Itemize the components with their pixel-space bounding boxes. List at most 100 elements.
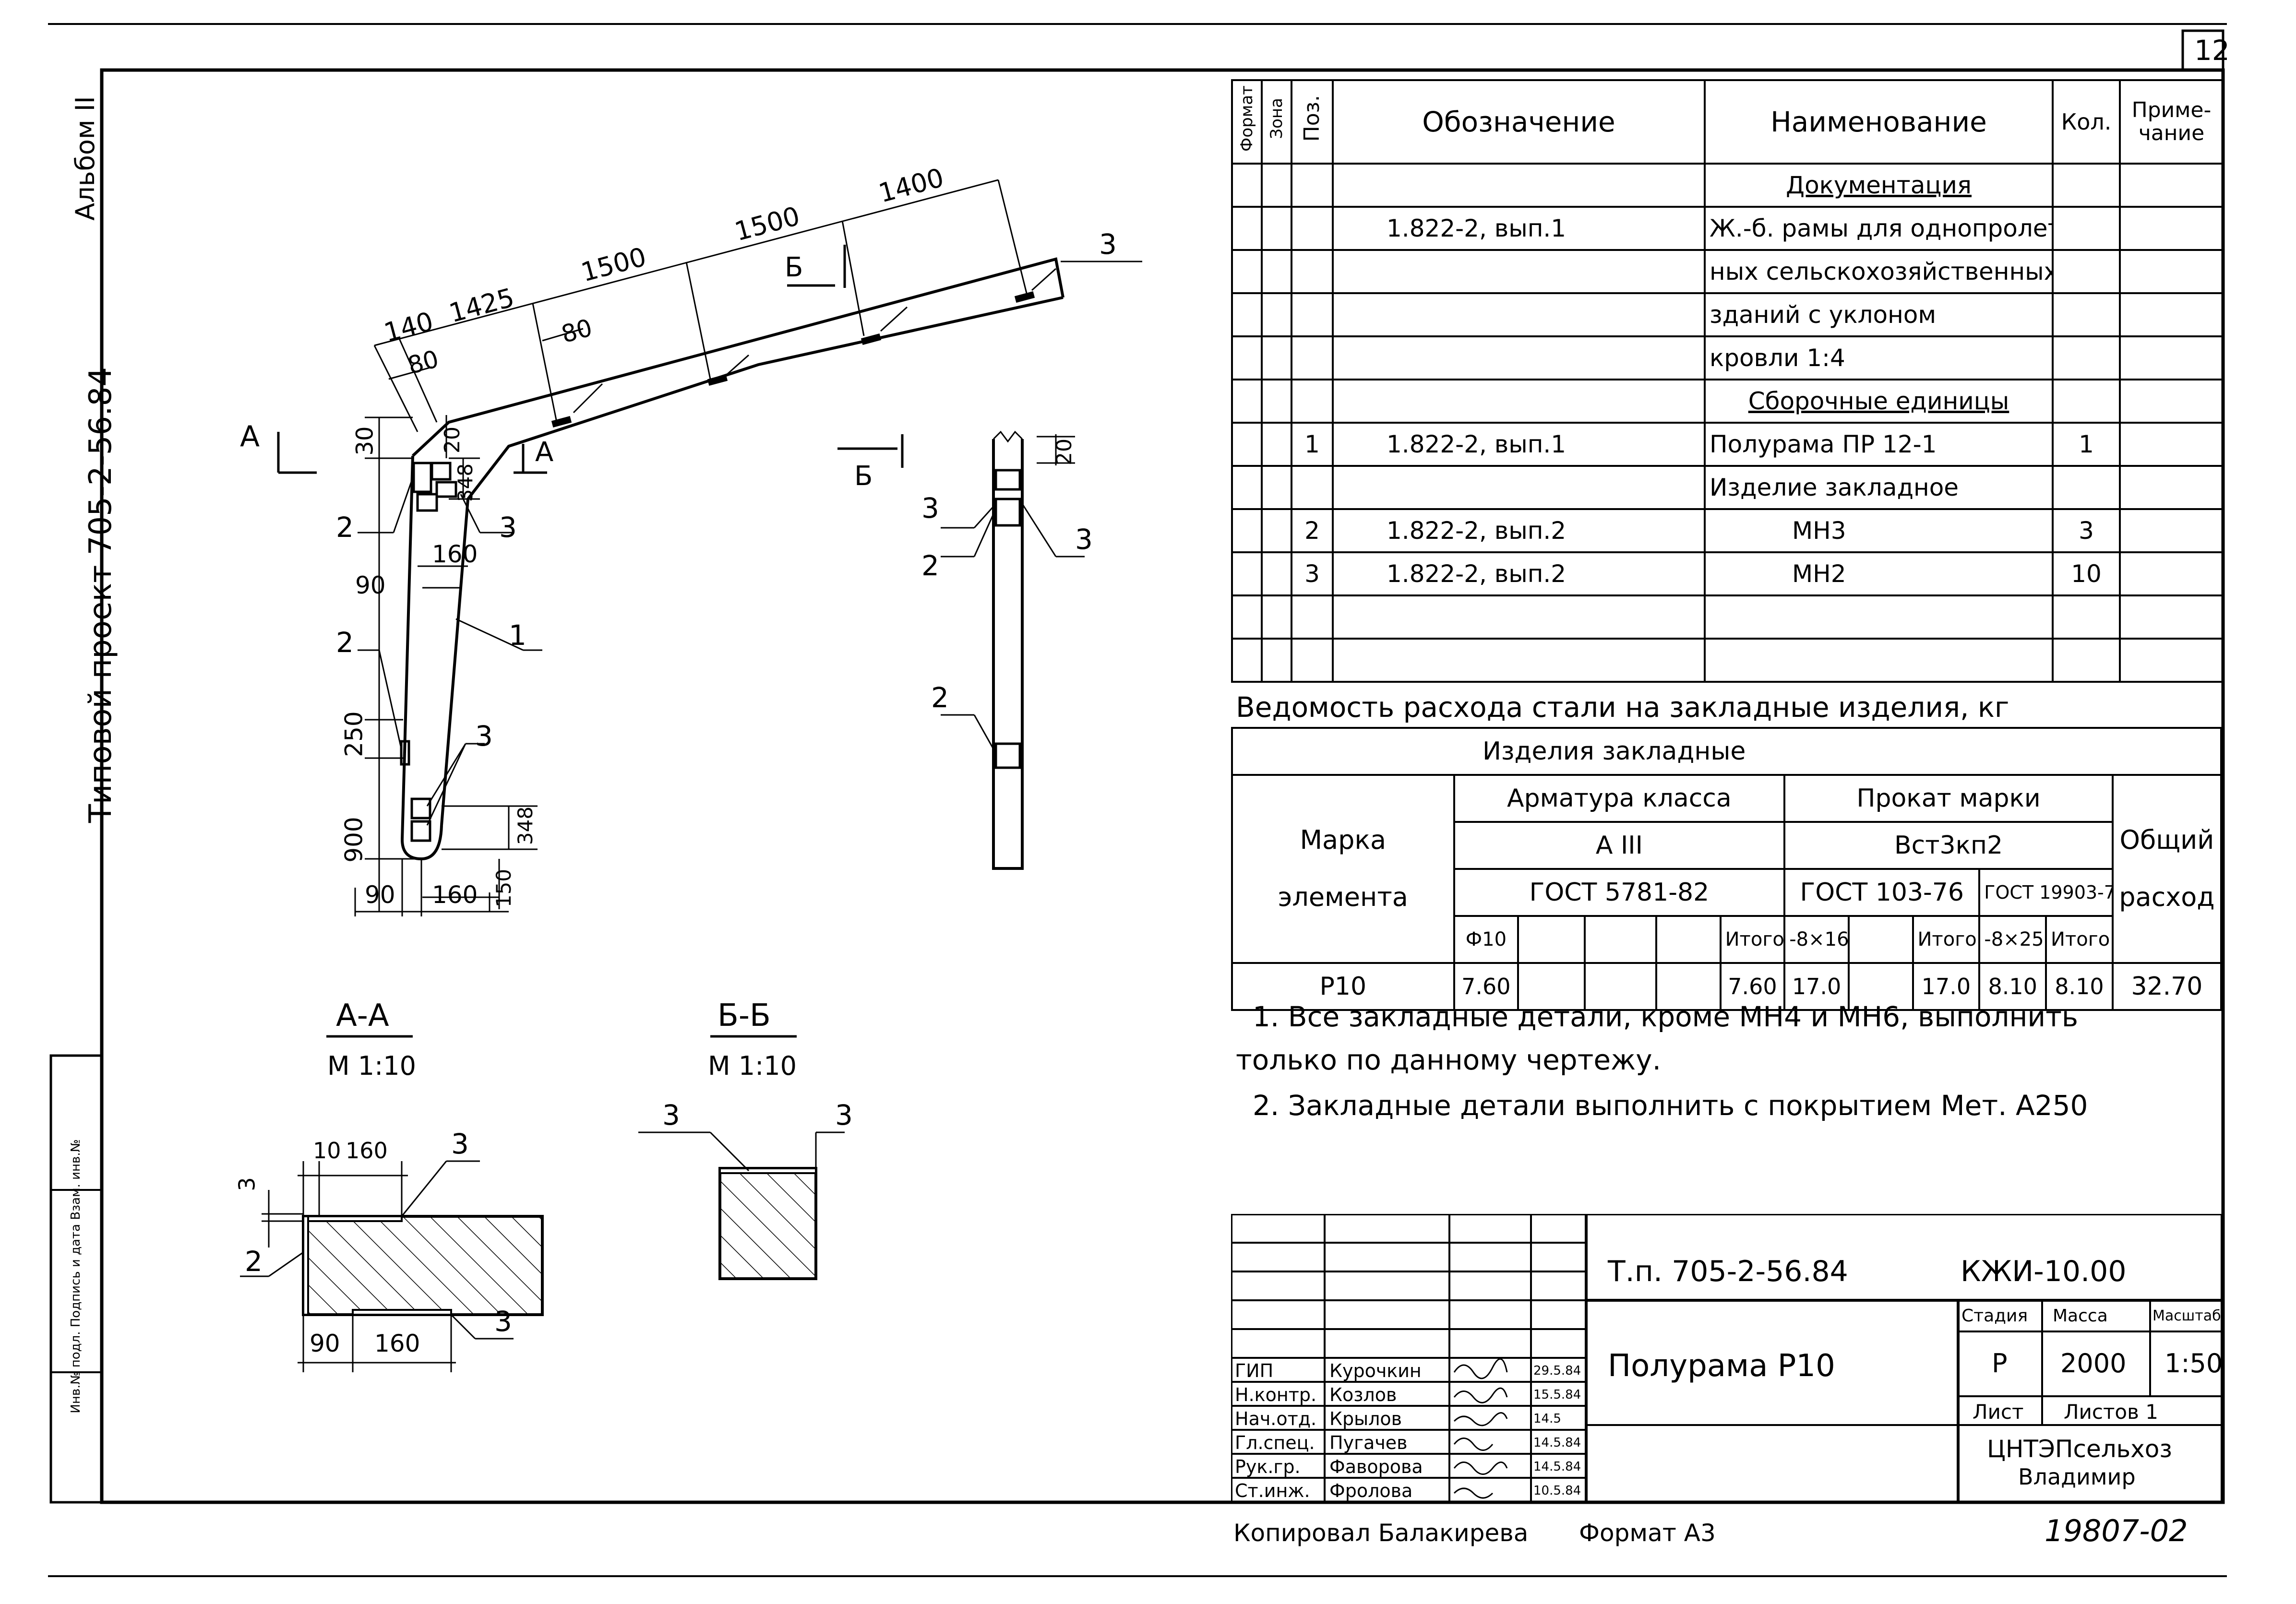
- note-line-1: 1. Все закладные детали, кроме МН4 и МН6…: [1253, 1000, 2079, 1033]
- title-mass: 2000: [2060, 1348, 2127, 1378]
- specification-table: Формат Зона Поз. Обозначение Наименовани…: [1231, 79, 2224, 683]
- spec-cell-format: [1231, 163, 1263, 208]
- steel-rebar-class: А III: [1453, 821, 1786, 870]
- column-dimension-lines: [277, 245, 904, 916]
- title-mass-label: Масса: [2053, 1306, 2108, 1326]
- dim-80-a: 80: [405, 345, 442, 380]
- pos-marker-3-bottom: 3: [475, 720, 493, 752]
- spec-cell-designation: [1332, 163, 1706, 208]
- sig-name: Козлов: [1329, 1384, 1397, 1405]
- section-aa-title: А-А: [336, 998, 389, 1034]
- spec-cell-pos: 2: [1291, 508, 1334, 553]
- aa-dim-160-bottom: 160: [374, 1330, 420, 1357]
- dim-348-top: 348: [454, 463, 478, 502]
- spec-cell-pos: [1291, 638, 1334, 683]
- spec-header-zone: Зона: [1267, 98, 1286, 139]
- spec-cell-qty: 10: [2052, 551, 2121, 596]
- section-mark-a-left: А: [240, 420, 260, 453]
- note-line-3: 2. Закладные детали выполнить с покрытие…: [1253, 1089, 2088, 1122]
- section-mark-b-top: Б: [785, 252, 803, 283]
- spec-cell-pos: [1291, 594, 1334, 640]
- pos-marker-1: 1: [509, 619, 526, 652]
- sig-name: Фаворова: [1329, 1456, 1423, 1477]
- spec-cell-designation: [1332, 465, 1706, 510]
- sig-role: Гл.спец.: [1235, 1432, 1315, 1453]
- spec-cell-name: [1704, 638, 2054, 683]
- spec-cell-name: МН2: [1704, 551, 2054, 596]
- spec-cell-qty: [2052, 594, 2121, 640]
- section-aa-scale: М 1:10: [327, 1051, 417, 1081]
- steel-subheader-cell: [1583, 915, 1658, 964]
- pos-marker-3-ridge: 3: [1099, 228, 1117, 261]
- spec-cell-format: [1231, 249, 1263, 294]
- spec-header-pos: Поз.: [1300, 95, 1324, 142]
- spec-header-row: Формат Зона Поз. Обозначение Наименовани…: [1231, 79, 2224, 165]
- spec-cell-name: МН3: [1704, 508, 2054, 553]
- aa-dim-90: 90: [310, 1330, 340, 1357]
- spec-cell-format: [1231, 292, 1263, 337]
- spec-cell-qty: [2052, 638, 2121, 683]
- spec-cell-qty: [2052, 206, 2121, 251]
- sig-role: ГИП: [1235, 1360, 1274, 1381]
- spec-cell-zone: [1261, 249, 1292, 294]
- spec-cell-format: [1231, 551, 1263, 596]
- spec-cell-zone: [1261, 422, 1292, 467]
- spec-cell-zone: [1261, 508, 1292, 553]
- spec-cell-zone: [1261, 335, 1292, 380]
- spec-cell-note: [2119, 163, 2224, 208]
- spec-cell-format: [1231, 206, 1263, 251]
- spec-cell-note: [2119, 206, 2224, 251]
- title-org-line2: Владимир: [2018, 1464, 2136, 1490]
- steel-row-value: 17.0: [1912, 962, 1981, 1011]
- spec-cell-qty: [2052, 379, 2121, 424]
- section-mark-a-right: А: [535, 437, 554, 468]
- spec-cell-qty: [2052, 465, 2121, 510]
- dim-90-bottom: 90: [365, 881, 395, 909]
- steel-row-value: 8.10: [1978, 962, 2047, 1011]
- footer-copied-by: Копировал Балакирева: [1233, 1519, 1529, 1547]
- spec-cell-pos: [1291, 163, 1334, 208]
- spec-cell-qty: 3: [2052, 508, 2121, 553]
- title-org-line1: ЦНТЭПсельхоз: [1987, 1435, 2172, 1463]
- spec-cell-zone: [1261, 594, 1292, 640]
- spec-cell-format: [1231, 422, 1263, 467]
- section-bb-title: Б-Б: [718, 998, 771, 1034]
- side-view: [941, 430, 1085, 870]
- spec-cell-qty: [2052, 335, 2121, 380]
- title-block-grid: [1231, 1214, 2222, 1502]
- spec-cell-note: [2119, 551, 2224, 596]
- title-stage-label: Стадия: [1961, 1306, 2028, 1326]
- dim-348-bottom: 348: [514, 806, 538, 845]
- spec-cell-note: [2119, 594, 2224, 640]
- sig-role: Н.контр.: [1235, 1384, 1317, 1405]
- title-sheets-label: Листов 1: [2064, 1400, 2158, 1424]
- spec-cell-designation: 1.822-2, вып.1: [1332, 206, 1706, 251]
- spec-cell-zone: [1261, 379, 1292, 424]
- steel-row-value: [1655, 962, 1722, 1011]
- title-sheet-label: Лист: [1973, 1400, 2024, 1424]
- steel-subheader-cell: Итого: [1912, 915, 1981, 964]
- steel-subheader-cell: [1517, 915, 1586, 964]
- steel-subheader-cell: -8×250: [1978, 915, 2047, 964]
- steel-row-value: [1847, 962, 1914, 1011]
- half-frame-elevation: [401, 257, 1064, 861]
- steel-subheader-cell: [1655, 915, 1722, 964]
- steel-rebar-header: Арматура класса: [1453, 774, 1786, 823]
- section-aa-drawing: [240, 1035, 797, 1372]
- spec-header-note: Приме-чание: [2119, 79, 2224, 165]
- spec-cell-designation: [1332, 292, 1706, 337]
- spec-cell-designation: [1332, 638, 1706, 683]
- spec-cell-pos: [1291, 292, 1334, 337]
- title-block: Т.п. 705-2-56.84 КЖИ-10.00 Полурама Р10 …: [1231, 1214, 2223, 1502]
- steel-rolled-header: Прокат марки: [1783, 774, 2114, 823]
- spec-row: Документация: [1231, 163, 2224, 208]
- spec-cell-name: Сборочные единицы: [1704, 379, 2054, 424]
- spec-cell-note: [2119, 249, 2224, 294]
- spec-cell-format: [1231, 508, 1263, 553]
- spec-cell-qty: [2052, 249, 2121, 294]
- aa-dim-160-top: 160: [346, 1138, 388, 1164]
- sig-date: 14.5.84: [1533, 1460, 1581, 1474]
- footer-archive-number: 19807-02: [2045, 1513, 2188, 1548]
- steel-row-value: 8.10: [2045, 962, 2114, 1011]
